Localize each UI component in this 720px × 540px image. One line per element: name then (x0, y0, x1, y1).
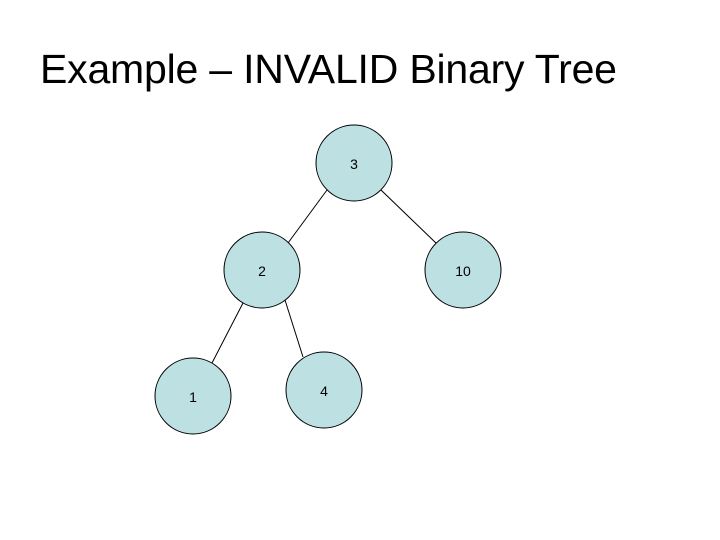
tree-edge (287, 189, 328, 244)
tree-edge (211, 302, 244, 364)
tree-node[interactable]: 4 (285, 351, 363, 429)
node-label: 3 (350, 156, 358, 172)
node-label: 10 (455, 263, 471, 279)
node-label: 2 (258, 263, 266, 279)
node-circle (315, 124, 393, 202)
tree-node[interactable]: 1 (154, 357, 232, 435)
tree-edge (380, 189, 438, 245)
node-label: 4 (320, 383, 328, 399)
tree-node[interactable]: 3 (315, 124, 393, 202)
page-title: Example – INVALID Binary Tree (40, 46, 617, 92)
tree-edges (211, 189, 438, 364)
tree-nodes: 3 2 10 1 4 (154, 124, 502, 435)
node-circle (285, 351, 363, 429)
tree-node[interactable]: 2 (223, 231, 301, 309)
tree-node[interactable]: 10 (424, 231, 502, 309)
node-circle (424, 231, 502, 309)
tree-edge (284, 299, 304, 358)
node-circle (223, 231, 301, 309)
node-label: 1 (189, 389, 197, 405)
node-circle (154, 357, 232, 435)
